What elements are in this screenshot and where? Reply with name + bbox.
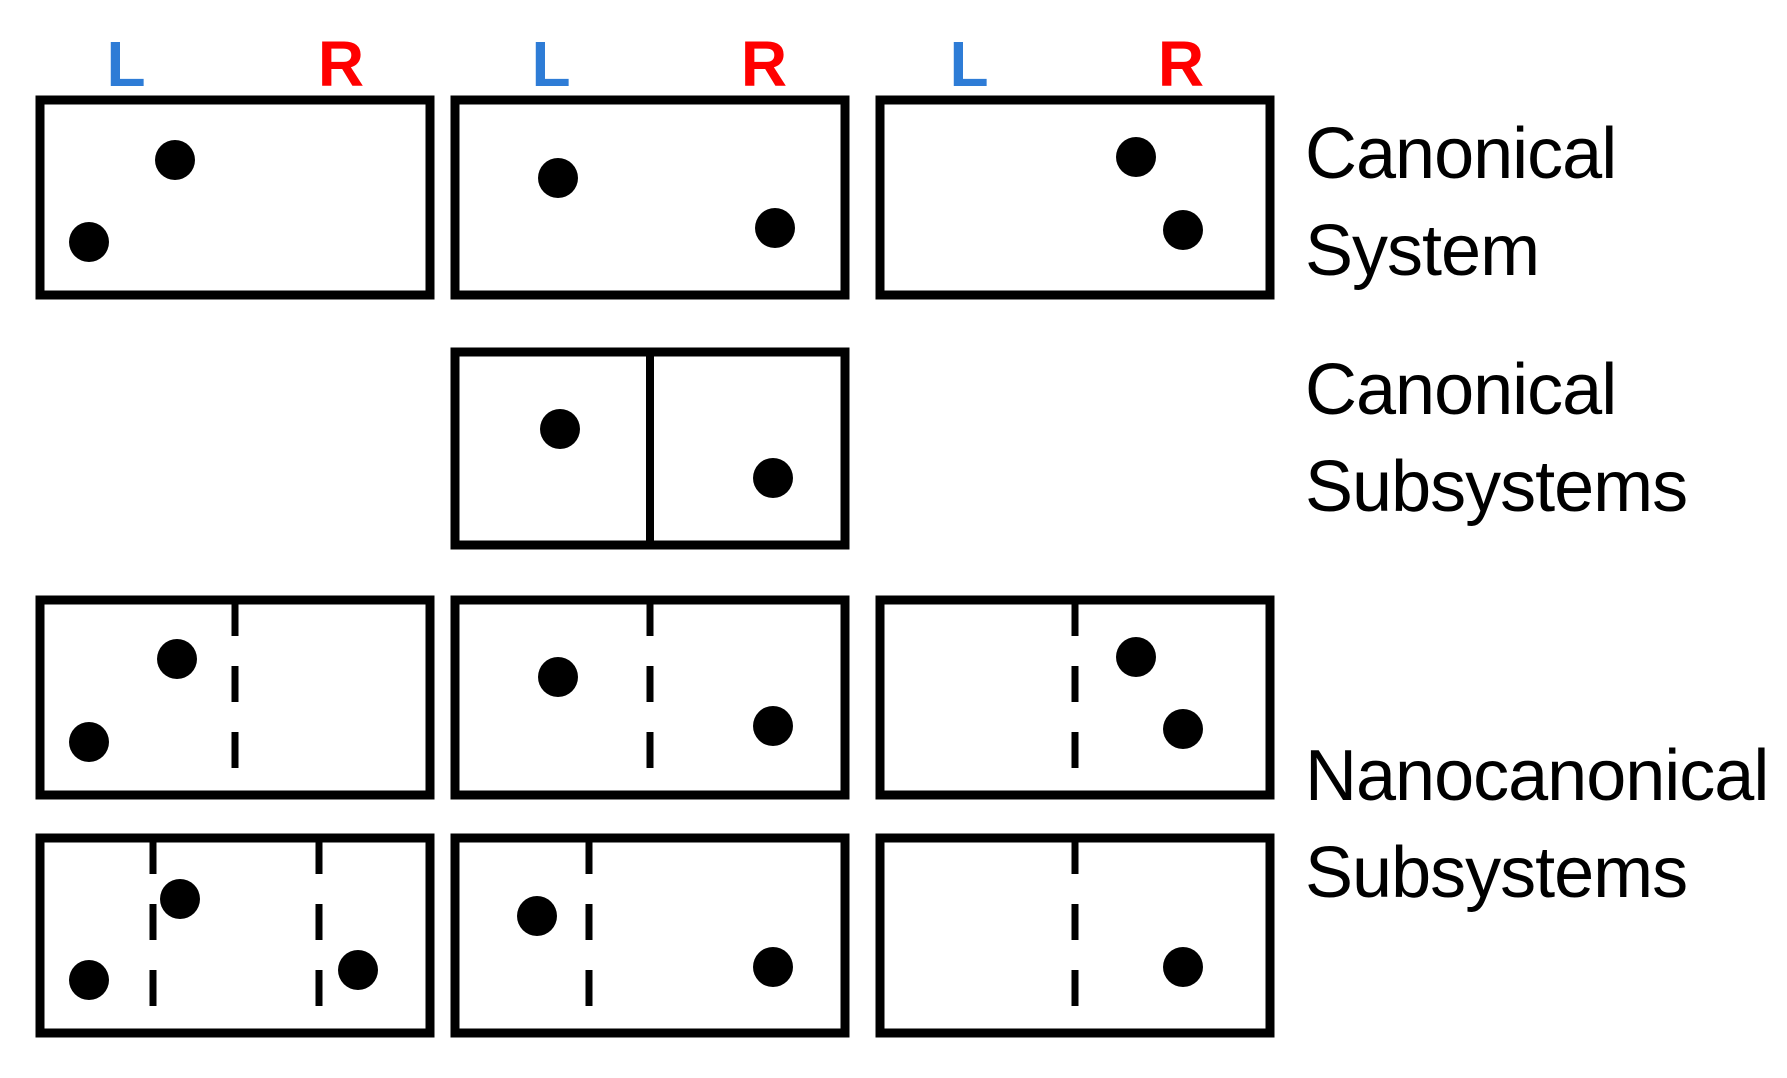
canonical-system-box-2-particle-dot-2 <box>755 208 795 248</box>
canonical-system-box-3-particle-dot-1 <box>1116 137 1156 177</box>
nanocanonical-subsystems-row2-box-2-particle-dot-2 <box>753 947 793 987</box>
nanocanonical-subsystems-row2-box-2 <box>450 833 850 1038</box>
canonical-system-box-2 <box>450 95 850 300</box>
label-canonical-system-line1: Canonical <box>1305 114 1617 194</box>
label-nanocanonical-subsystems-line1: Nanocanonical <box>1305 736 1769 816</box>
nanocanonical-subsystems-row2-box-1-particle-dot-3 <box>338 950 378 990</box>
canonical-system-box-1-particle-dot-1 <box>155 140 195 180</box>
label-canonical-subsystems: Canonical Subsystems <box>1305 342 1688 536</box>
canonical-system-box-1-particle-dot-2 <box>69 222 109 262</box>
nanocanonical-subsystems-row1-box-2-particle-dot-1 <box>538 657 578 697</box>
canonical-subsystems-box-particle-dot-2 <box>753 458 793 498</box>
canonical-system-box-1 <box>35 95 435 300</box>
nanocanonical-subsystems-row2-box-1 <box>35 833 435 1038</box>
nanocanonical-subsystems-row2-box-1-particle-dot-2 <box>69 960 109 1000</box>
canonical-system-box-3 <box>875 95 1275 300</box>
column-label-R-1: R <box>318 28 364 100</box>
nanocanonical-subsystems-row1-box-1-particle-dot-1 <box>157 639 197 679</box>
nanocanonical-subsystems-row1-box-2-particle-dot-2 <box>753 706 793 746</box>
canonical-system-box-2-particle-dot-1 <box>538 158 578 198</box>
label-canonical-subsystems-line2: Subsystems <box>1305 447 1688 527</box>
column-label-L-2: L <box>531 28 570 100</box>
nanocanonical-subsystems-row1-box-3-particle-dot-1 <box>1116 637 1156 677</box>
label-canonical-system: Canonical System <box>1305 106 1617 300</box>
column-label-L-1: L <box>106 28 145 100</box>
nanocanonical-subsystems-row2-box-2-particle-dot-1 <box>517 896 557 936</box>
nanocanonical-subsystems-row2-box-1-particle-dot-1 <box>160 879 200 919</box>
label-canonical-subsystems-line1: Canonical <box>1305 350 1617 430</box>
label-nanocanonical-subsystems: Nanocanonical Subsystems <box>1305 728 1769 922</box>
nanocanonical-subsystems-row1-box-1-particle-dot-2 <box>69 722 109 762</box>
column-label-R-3: R <box>1158 28 1204 100</box>
label-nanocanonical-subsystems-line2: Subsystems <box>1305 833 1688 913</box>
column-label-R-2: R <box>741 28 787 100</box>
canonical-system-box-3-particle-dot-2 <box>1163 210 1203 250</box>
column-label-L-3: L <box>949 28 988 100</box>
nanocanonical-subsystems-row2-box-3-particle-dot-1 <box>1163 947 1203 987</box>
label-canonical-system-line2: System <box>1305 211 1540 291</box>
nanocanonical-subsystems-row1-box-3-particle-dot-2 <box>1163 709 1203 749</box>
canonical-subsystems-box-particle-dot-1 <box>540 409 580 449</box>
